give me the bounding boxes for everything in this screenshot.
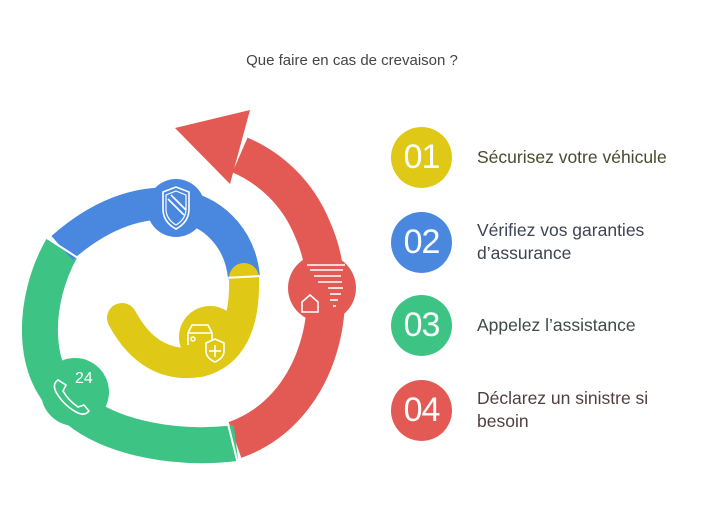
- house-storm-icon: [288, 254, 356, 322]
- step-number-badge: 04: [391, 379, 452, 441]
- step-2: 02 Vérifiez vos garanties d’assurance: [391, 211, 691, 273]
- phone-24-icon: 24: [41, 358, 109, 426]
- shield-icon: [147, 179, 205, 237]
- step-number-badge: 01: [391, 126, 452, 188]
- step-label: Sécurisez votre véhicule: [477, 146, 667, 167]
- phone-hours-text: 24: [75, 370, 93, 387]
- step-label: Déclarez un sinistre si besoin: [477, 388, 649, 431]
- step-number-badge: 02: [391, 211, 452, 273]
- step-label: Vérifiez vos garanties d’assurance: [477, 220, 645, 263]
- red-arrowhead: [175, 110, 250, 184]
- step-1: 01 Sécurisez votre véhicule: [391, 126, 691, 188]
- step-4: 04 Déclarez un sinistre si besoin: [391, 379, 691, 441]
- car-shield-icon: [179, 306, 241, 368]
- step-label: Appelez l’assistance: [477, 314, 636, 335]
- page-title: Que faire en cas de crevaison ?: [246, 52, 458, 69]
- step-3: 03 Appelez l’assistance: [391, 294, 691, 356]
- step-number-badge: 03: [391, 294, 452, 356]
